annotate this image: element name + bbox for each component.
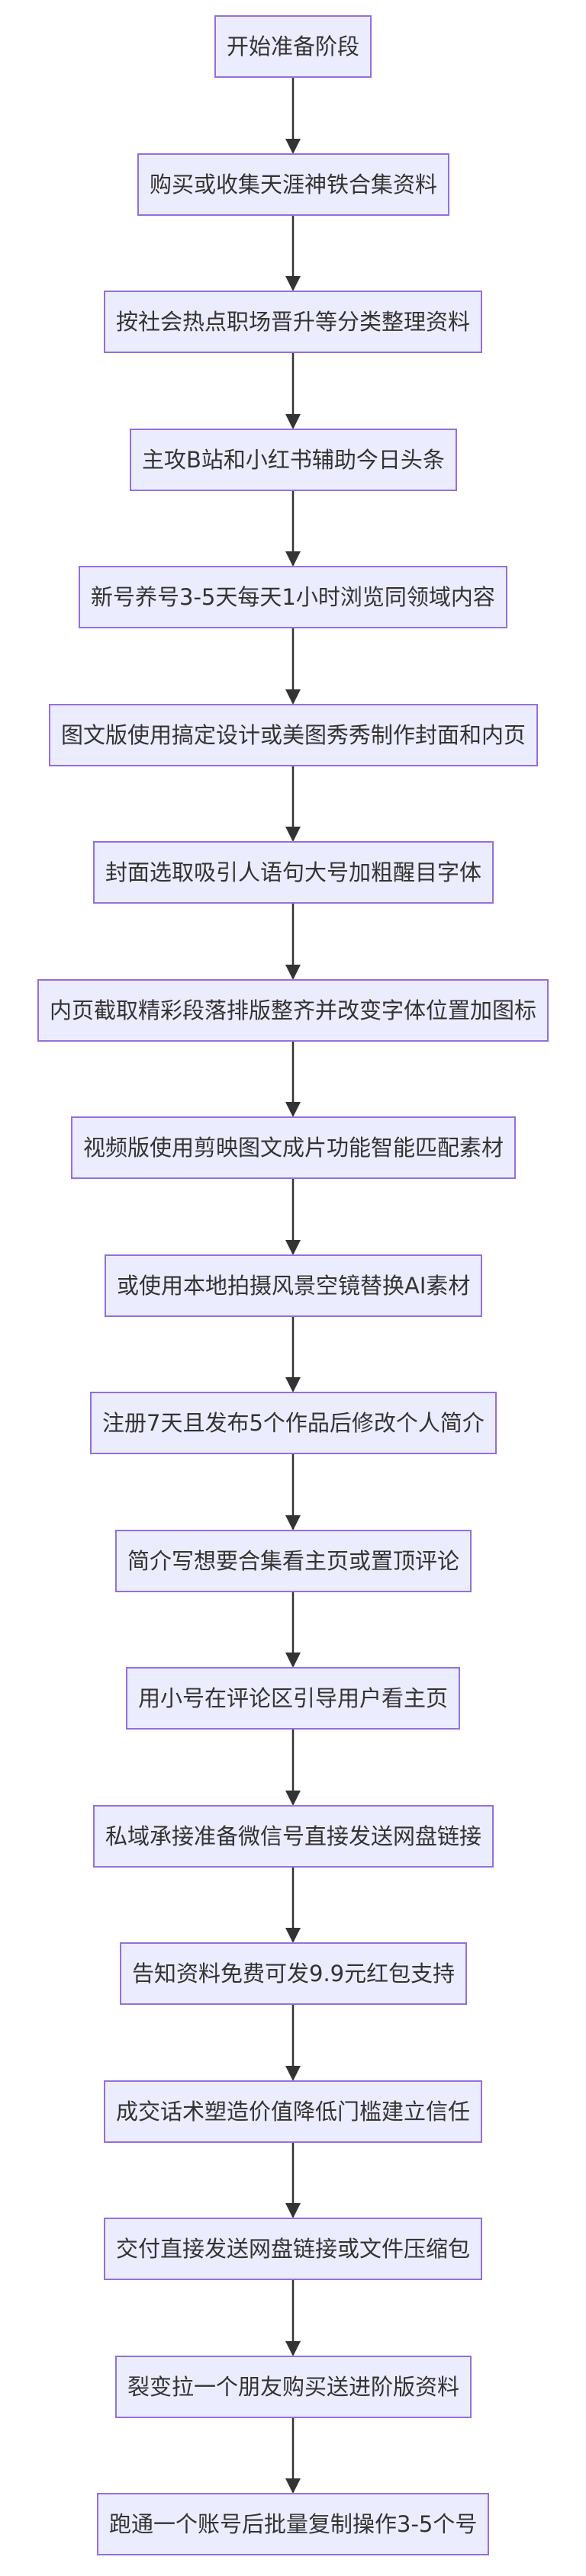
- flow-step-8: 内页截取精彩段落排版整齐并改变字体位置加图标: [37, 979, 549, 1042]
- flow-step-15: 告知资料免费可发9.9元红包支持: [120, 1942, 468, 2005]
- flow-step-14: 私域承接准备微信号直接发送网盘链接: [93, 1805, 494, 1868]
- flow-step-4: 主攻B站和小红书辅助今日头条: [130, 429, 457, 491]
- flow-step-19: 跑通一个账号后批量复制操作3-5个号: [97, 2493, 490, 2555]
- flow-step-17: 交付直接发送网盘链接或文件压缩包: [104, 2218, 483, 2280]
- flow-step-6: 图文版使用搞定设计或美图秀秀制作封面和内页: [49, 704, 539, 766]
- flow-step-11: 注册7天且发布5个作品后修改个人简介: [90, 1392, 497, 1454]
- flow-step-12: 简介写想要合集看主页或置顶评论: [115, 1530, 472, 1592]
- flow-step-7: 封面选取吸引人语句大号加粗醒目字体: [93, 841, 494, 904]
- flow-step-1: 开始准备阶段: [214, 15, 372, 78]
- flow-step-9: 视频版使用剪映图文成片功能智能匹配素材: [71, 1116, 517, 1179]
- flow-step-5: 新号养号3-5天每天1小时浏览同领域内容: [79, 566, 507, 628]
- flow-step-16: 成交话术塑造价值降低门槛建立信任: [104, 2080, 483, 2143]
- flow-step-3: 按社会热点职场晋升等分类整理资料: [104, 291, 483, 353]
- flow-step-2: 购买或收集天涯神铁合集资料: [137, 153, 450, 216]
- flow-step-10: 或使用本地拍摄风景空镜替换AI素材: [105, 1254, 483, 1317]
- flow-step-13: 用小号在评论区引导用户看主页: [126, 1667, 461, 1730]
- flow-step-18: 裂变拉一个朋友购买送进阶版资料: [115, 2356, 472, 2418]
